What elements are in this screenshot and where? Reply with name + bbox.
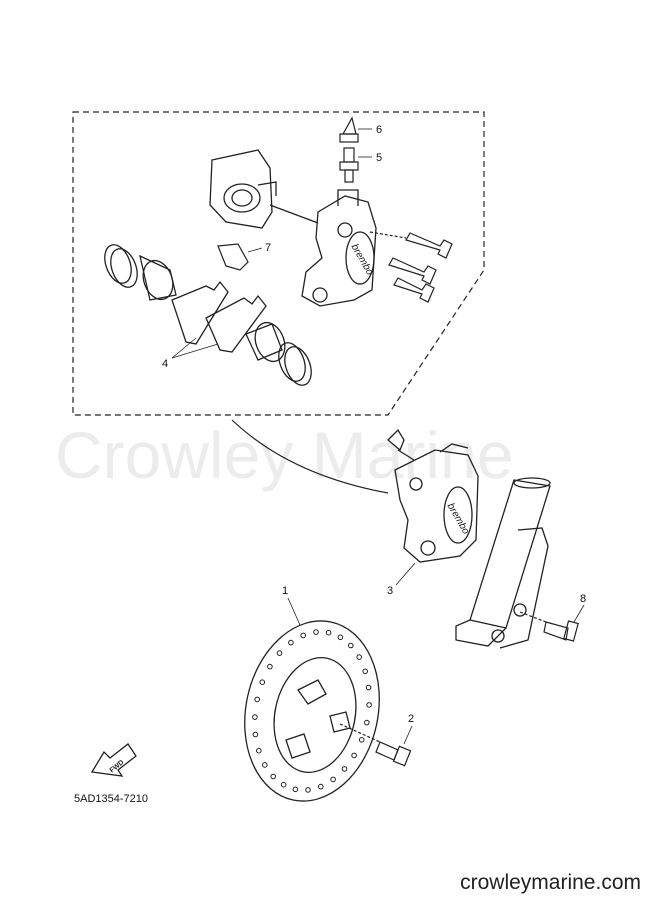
- brand-mark-installed: brembo: [445, 501, 472, 536]
- disc-vent-hole: [262, 762, 268, 768]
- fork-leg: [455, 477, 551, 649]
- disc-vent-hole: [276, 650, 283, 656]
- caliper-body: [301, 189, 377, 307]
- disc-vent-hole: [330, 776, 336, 783]
- disc-vent-hole: [366, 702, 372, 708]
- piston-seals-left: [104, 244, 177, 301]
- callout-2: 2: [408, 713, 414, 725]
- leader-curve: [231, 419, 389, 494]
- leader-4b: [171, 343, 219, 359]
- disc-vent-hole: [341, 766, 348, 772]
- leader-2: [403, 725, 413, 745]
- piston-seals-right: [245, 321, 312, 386]
- callout-3: 3: [387, 585, 393, 597]
- footer-url[interactable]: crowleymarine.com: [460, 871, 641, 894]
- pad-spring: [217, 243, 249, 271]
- leader-8: [573, 604, 585, 623]
- caliper-bracket: [209, 149, 319, 229]
- disc-bolt: [339, 723, 412, 767]
- callout-4: 4: [162, 358, 168, 370]
- leader-3: [395, 562, 416, 586]
- disc-vent-hole: [300, 632, 307, 639]
- disc-vent-holes: [252, 629, 372, 793]
- disc-vent-hole: [337, 634, 344, 641]
- diagram-code: 5AD1354-7210: [74, 793, 148, 805]
- callout-8: 8: [580, 593, 586, 605]
- disc-vent-hole: [288, 639, 294, 646]
- disc-vent-hole: [292, 786, 299, 793]
- disc-vent-hole: [305, 787, 311, 793]
- brake-disc: [244, 620, 380, 802]
- leader-7: [247, 247, 263, 253]
- callout-1: 1: [282, 585, 288, 597]
- disc-vent-hole: [362, 668, 369, 675]
- callout-5: 5: [376, 152, 382, 164]
- exploded-view-frame: [72, 111, 485, 416]
- disc-vent-hole: [259, 679, 266, 686]
- callout-7: 7: [265, 242, 271, 254]
- installed-caliper: [387, 428, 479, 563]
- disc-vent-hole: [356, 654, 363, 660]
- watermark-text: Crowley Marine: [55, 418, 513, 492]
- disc-vent-hole: [254, 696, 261, 703]
- disc-vent-hole: [267, 663, 273, 670]
- axle-bolt: [519, 611, 579, 642]
- disc-vent-hole: [351, 752, 357, 759]
- bleed-cap: [339, 116, 359, 143]
- caliper-bolts: [369, 231, 453, 303]
- disc-vent-hole: [365, 684, 372, 691]
- disc-vent-hole: [358, 737, 365, 743]
- brand-mark-exploded: brembo: [349, 242, 376, 277]
- disc-vent-hole: [256, 747, 262, 754]
- leader-1: [287, 597, 301, 626]
- disc-vent-hole: [364, 719, 370, 726]
- disc-vent-hole: [318, 783, 324, 790]
- disc-vent-hole: [252, 714, 258, 720]
- callout-6: 6: [376, 124, 382, 136]
- disc-vent-hole: [325, 629, 332, 636]
- disc-vent-hole: [280, 781, 287, 788]
- disc-vent-hole: [348, 642, 354, 649]
- brake-pads: [171, 280, 267, 353]
- disc-vent-hole: [252, 731, 259, 738]
- leader-4a: [171, 337, 197, 359]
- fwd-arrow-icon: [90, 743, 137, 777]
- bleed-screw: [339, 147, 359, 183]
- disc-vent-hole: [270, 773, 277, 780]
- disc-vent-hole: [313, 629, 319, 635]
